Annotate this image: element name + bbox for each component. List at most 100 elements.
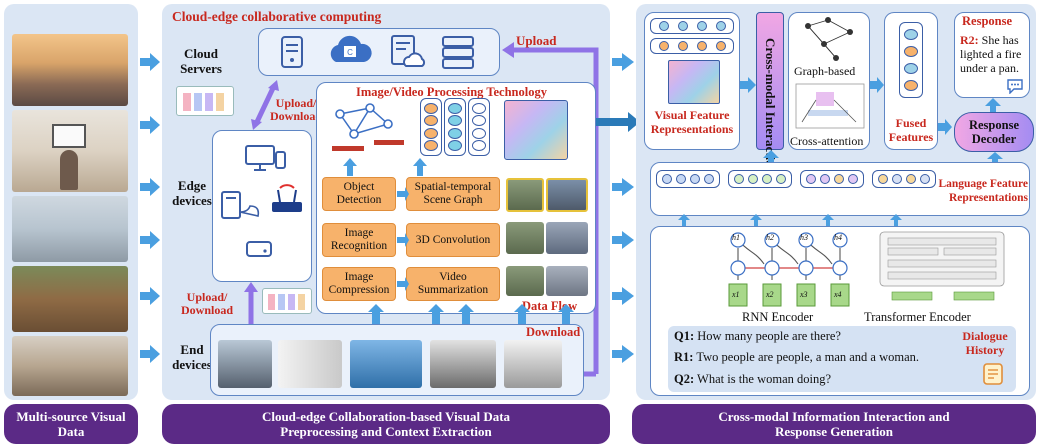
edge-devices-label: Edge devices [172, 178, 212, 208]
meeting-photo [12, 196, 128, 262]
response-decoder-box: Response Decoder [954, 112, 1034, 152]
frame-2a [506, 222, 544, 254]
pc-tower-icon [221, 191, 260, 219]
camera-photo [278, 340, 342, 388]
graph-based-label: Graph-based [794, 64, 856, 78]
r2-label: R2: [960, 33, 979, 47]
ivp-to-visual-arrow [596, 112, 640, 132]
rnn-diagram [728, 232, 850, 307]
tablet-photo [430, 340, 496, 388]
conv3d-box: 3D Convolution [406, 223, 500, 257]
lang-to-cm-arrow [763, 150, 779, 164]
end-devices-label: End devices [172, 342, 212, 372]
middle-footer: Cloud-edge Collaboration-based Visual Da… [162, 404, 610, 444]
lf-vector-4 [872, 170, 936, 188]
x1-label: x1 [732, 290, 740, 299]
response-box [954, 12, 1030, 98]
transformer-diagram [879, 231, 1005, 301]
lf-vector-3 [800, 170, 864, 188]
cloud-servers-label: Cloud Servers [180, 46, 222, 76]
box-connectors [397, 187, 409, 291]
server-icon [281, 36, 303, 68]
upload-download-top: Upload/ Download [270, 96, 323, 123]
street-photo [12, 34, 128, 106]
h4-label: h4 [834, 233, 842, 242]
h2-label: h2 [766, 233, 774, 242]
router-icon [272, 184, 302, 212]
left-arrows [140, 53, 160, 363]
mid-right-arrows [612, 53, 634, 363]
cm-to-fused-arrow [870, 77, 884, 93]
chat-bubble-icon [1007, 79, 1023, 94]
updown-arrow-top [251, 80, 279, 130]
vf-cube [668, 60, 720, 104]
cross-modal-label: Cross-modal Interaction [763, 38, 778, 174]
scene-graph-box: Spatial-temporal Scene Graph [406, 177, 500, 211]
fused-to-decoder-arrow [938, 119, 952, 135]
x4-label: x4 [834, 290, 842, 299]
frame-3b [546, 266, 588, 296]
cross-attention-icon [795, 83, 865, 129]
q2-line: Q2: What is the woman doing? [674, 372, 831, 387]
phone-photo [218, 340, 272, 388]
r2-text: R2: She has lighted a fire under a pan. [960, 33, 1028, 75]
decoder-to-response-arrow [985, 98, 1001, 112]
graph-net-icon [805, 17, 853, 61]
q2-label: Q2: [674, 372, 695, 386]
storage-icon [246, 241, 272, 257]
ivp-cube [504, 100, 568, 160]
language-feature-label: Language Feature Representations [938, 178, 1028, 204]
q1-line: Q1: How many people are there? [674, 329, 841, 344]
upload-download-bottom: Upload/ Download [180, 290, 233, 317]
vf-to-cm-arrow [740, 77, 756, 93]
memory-icon-bottom [262, 288, 312, 314]
cloud-chip-icon: C [330, 35, 372, 62]
rack-server-icon [442, 36, 474, 69]
lf-vector-2 [728, 170, 792, 188]
device-photo [504, 340, 562, 388]
x2-label: x2 [766, 290, 774, 299]
frame-2b [546, 222, 588, 254]
r1-text: Two people are people, a man and a woman… [696, 350, 920, 364]
upload-label: Upload [516, 33, 557, 48]
ivp-vector-3 [468, 98, 490, 156]
lang-to-decoder-arrow [987, 152, 1003, 164]
h1-label: h1 [732, 233, 740, 242]
left-footer: Multi-source Visual Data [4, 404, 138, 444]
ivp-up-arrows [343, 158, 427, 176]
desktop-icon [245, 145, 286, 171]
graph-diagram-icon [332, 103, 404, 151]
action-cam-photo [350, 340, 422, 388]
right-footer: Cross-modal Information Interaction and … [632, 404, 1036, 444]
q1-label: Q1: [674, 329, 695, 343]
vf-vector-2 [650, 38, 734, 54]
cross-attention-label: Cross-attention [790, 134, 864, 148]
cloud-edge-title: Cloud-edge collaborative computing [172, 9, 382, 24]
r1-line: R1: Two people are people, a man and a w… [674, 350, 919, 365]
r2-value: She has lighted a fire under a pan. [960, 33, 1022, 75]
frame-3a [506, 266, 544, 296]
response-title: Response [962, 14, 1013, 28]
r1-label: R1: [674, 350, 694, 364]
object-detection-box: Object Detection [322, 177, 396, 211]
video-summarization-box: Video Summarization [406, 267, 500, 301]
lf-vector-1 [656, 170, 720, 188]
frame-1a [506, 178, 544, 212]
fused-vector [899, 22, 923, 98]
fused-label: Fused Features [888, 116, 934, 144]
q1-text: How many people are there? [697, 329, 841, 343]
cross-modal-box [756, 12, 784, 150]
notes-icon [983, 363, 1003, 385]
ivp-vector-1 [420, 98, 442, 156]
frame-1b [546, 178, 588, 212]
dialogue-box [668, 326, 1016, 392]
dialogue-history-label: Dialogue History [962, 329, 1008, 357]
motocross-photo [12, 266, 128, 332]
end-up-arrows [368, 304, 574, 324]
download-label: Download [526, 325, 581, 339]
ivp-title: Image/Video Processing Technology [356, 85, 547, 99]
x3-label: x3 [800, 290, 808, 299]
encoder-up-arrows [678, 214, 902, 226]
visual-feature-label: Visual Feature Representations [650, 108, 734, 136]
handshake-photo [12, 336, 128, 396]
